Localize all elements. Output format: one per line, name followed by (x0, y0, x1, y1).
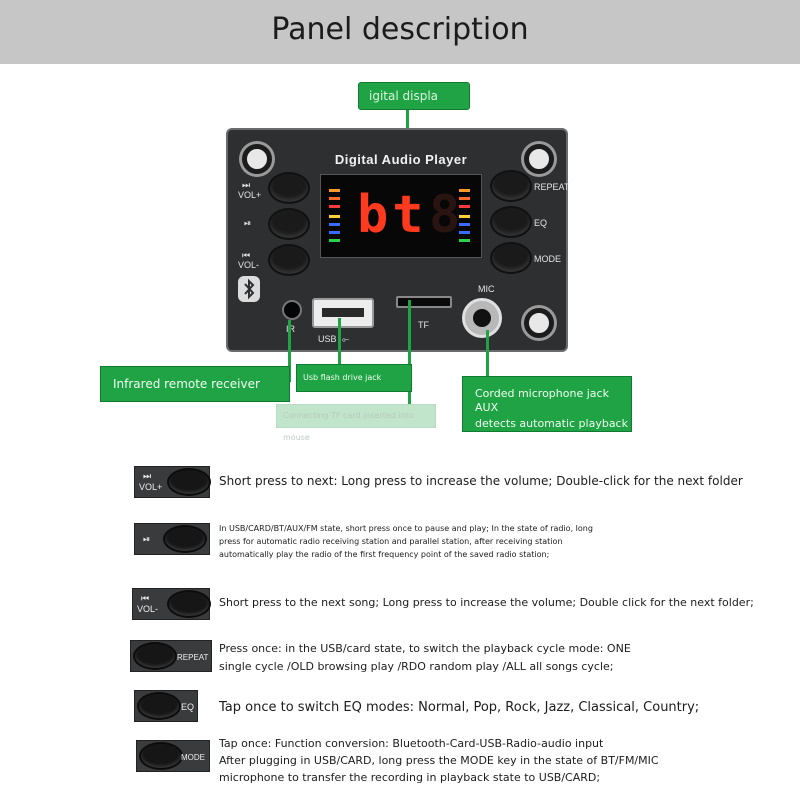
mount-hole-top-left (242, 144, 272, 174)
mount-hole-top-right (524, 144, 554, 174)
callout-usb-label: Usb flash drive jack (303, 373, 382, 382)
legend-key-vol-minus: ⏮ VOL- (132, 588, 210, 620)
legend-key-label: EQ (181, 702, 195, 712)
legend-line: Short press to the next song; Long press… (219, 596, 754, 609)
player-panel: Digital Audio Player ⏭ VOL+ ⏯ ⏮ VOL- bt … (226, 128, 570, 352)
legend-line: Short press to next: Long press to incre… (219, 474, 743, 488)
legend-key-button (169, 470, 209, 494)
legend-desc-play-pause: In USB/CARD/BT/AUX/FM state, short press… (219, 522, 593, 561)
callout-tf-label: Connecting TF card inserted into mouse (283, 411, 414, 442)
tf-card-slot[interactable] (396, 296, 452, 308)
callout-infrared-label: Infrared remote receiver (113, 377, 260, 391)
mic-label: MIC (478, 284, 495, 294)
legend-line: Tap once: Function conversion: Bluetooth… (219, 737, 604, 750)
legend-key-repeat: REPEAT (130, 640, 212, 672)
play-pause-button[interactable] (270, 210, 308, 238)
legend-key-symbol: ⏮ (141, 593, 150, 603)
display-text: bt (357, 185, 428, 245)
eq-bar (329, 189, 340, 192)
eq-bar (329, 231, 340, 234)
legend-key-label: MODE (181, 753, 205, 762)
eq-bar (329, 215, 340, 218)
eq-bar (459, 231, 470, 234)
mount-hole-bottom-right (524, 308, 554, 338)
panel-title: Digital Audio Player (334, 152, 468, 167)
legend-line: After plugging in USB/CARD, long press t… (219, 754, 659, 767)
display-ghost-digit: 8 (429, 185, 461, 245)
eq-button[interactable] (492, 208, 530, 236)
legend-key-label: REPEAT (177, 653, 209, 662)
bluetooth-icon (238, 276, 260, 302)
legend-line: microphone to transfer the recording in … (219, 771, 601, 784)
legend-key-mode: MODE (136, 740, 210, 772)
legend-key-button (135, 644, 175, 668)
legend-key-label: VOL+ (139, 482, 163, 492)
leader-mic (486, 330, 489, 376)
legend-key-eq: EQ (134, 690, 198, 722)
legend-line: Tap once to switch EQ modes: Normal, Pop… (219, 700, 700, 715)
eq-bar (329, 197, 340, 200)
ir-receiver (282, 300, 302, 320)
callout-mic-line1: Corded microphone jack AUX (475, 387, 609, 414)
legend-key-vol-plus: ⏭ VOL+ (134, 466, 210, 498)
repeat-label: REPEAT (534, 182, 570, 192)
eq-bar (459, 215, 470, 218)
eq-bar (329, 239, 340, 242)
eq-bar (459, 223, 470, 226)
eq-label: EQ (534, 218, 548, 228)
leader-ir (288, 320, 291, 382)
legend-key-play-pause: ⏯ (134, 523, 210, 555)
leader-usb (338, 318, 341, 366)
legend-key-button (169, 592, 209, 616)
usb-port[interactable] (312, 298, 374, 328)
mode-label: MODE (534, 254, 561, 264)
legend-line: press for automatic radio receiving stat… (219, 537, 563, 546)
callout-infrared: Infrared remote receiver (100, 366, 290, 402)
tf-label: TF (418, 320, 429, 330)
legend-desc-eq: Tap once to switch EQ modes: Normal, Pop… (219, 700, 699, 715)
eq-bar (459, 197, 470, 200)
vol-minus-label: VOL- (238, 260, 260, 270)
callout-tf: Connecting TF card inserted into mouse (276, 404, 436, 442)
legend-desc-mode: Tap once: Function conversion: Bluetooth… (219, 735, 659, 786)
leader-tf (408, 300, 411, 404)
usb-icon: ⟜ (342, 334, 350, 344)
legend-desc-vol-plus: Short press to next: Long press to incre… (219, 474, 743, 488)
vol-plus-label: VOL+ (238, 190, 262, 200)
page-title: Panel description (271, 12, 529, 47)
callout-digital-display: igital displa (358, 82, 470, 110)
legend-line: In USB/CARD/BT/AUX/FM state, short press… (219, 524, 593, 533)
callout-digital-display-label: igital displa (369, 89, 438, 103)
vol-plus-next-button[interactable] (270, 174, 308, 202)
eq-bar (459, 205, 470, 208)
vol-minus-prev-button[interactable] (270, 246, 308, 274)
callout-usb: Usb flash drive jack (296, 364, 412, 392)
eq-bar (329, 223, 340, 226)
legend-key-symbol: ⏯ (143, 534, 151, 544)
legend-desc-repeat: Press once: in the USB/card state, to sw… (219, 640, 631, 676)
eq-bar (329, 205, 340, 208)
digital-display: bt 8 (320, 174, 482, 258)
legend-desc-vol-minus: Short press to the next song; Long press… (219, 596, 754, 609)
callout-mic-line2: detects automatic playback (475, 417, 628, 430)
header-bar: Panel description (0, 0, 800, 64)
repeat-button[interactable] (492, 172, 530, 200)
usb-label: USB (318, 334, 337, 344)
callout-mic: Corded microphone jack AUX detects autom… (462, 376, 632, 432)
mode-button[interactable] (492, 244, 530, 272)
legend-line: Press once: in the USB/card state, to sw… (219, 642, 631, 655)
legend-line: automatically play the radio of the firs… (219, 550, 550, 559)
eq-bar (459, 239, 470, 242)
mic-jack[interactable] (462, 298, 502, 338)
legend-line: single cycle /OLD browsing play /RDO ran… (219, 660, 614, 673)
eq-bar (459, 189, 470, 192)
legend-key-symbol: ⏭ (143, 471, 152, 481)
prev-icon: ⏮ (242, 250, 251, 260)
play-pause-icon: ⏯ (244, 218, 252, 228)
legend-key-label: VOL- (137, 604, 159, 614)
next-icon: ⏭ (242, 180, 251, 190)
legend-key-button (141, 744, 181, 768)
legend-key-button (139, 694, 179, 718)
legend-key-button (165, 527, 205, 551)
